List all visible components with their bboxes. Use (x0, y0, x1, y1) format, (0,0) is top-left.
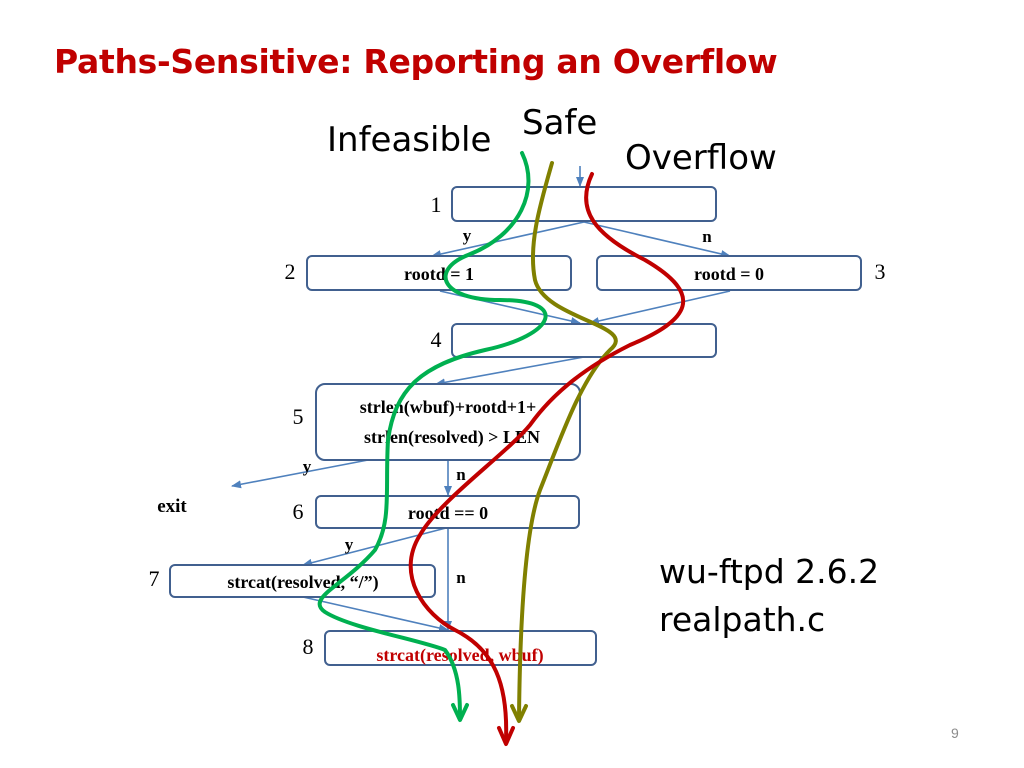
node-6-label: rootd == 0 (408, 503, 488, 523)
node-6 (315, 495, 580, 529)
overflow-path (408, 172, 686, 742)
infeasible-label: Infeasible (327, 120, 492, 160)
exit-label: exit (157, 496, 187, 517)
node-2-id: 2 (285, 259, 296, 284)
node-5-line2: strlen(resolved) > LEN (364, 427, 540, 448)
node-5 (315, 383, 581, 461)
edge-label-1-yes: y (463, 226, 472, 245)
node-8-label: strcat(resolved, wbuf) (376, 645, 543, 666)
node-4-id: 4 (431, 327, 442, 352)
node-5-line1: strlen(wbuf)+rootd+1+ (360, 397, 536, 418)
infeasible-path (317, 151, 548, 720)
node-1 (451, 186, 717, 222)
edge-label-6-yes: y (345, 535, 354, 554)
node-2-label: rootd = 1 (404, 264, 474, 284)
edge-4-5 (435, 356, 585, 387)
safe-path (517, 161, 618, 720)
node-1-id: 1 (431, 192, 442, 217)
edge-label-5-no: n (456, 465, 466, 484)
source-info: wu-ftpd 2.6.2 realpath.c (659, 548, 879, 644)
node-6-id: 6 (293, 499, 304, 524)
edge-label-6-no: n (456, 568, 466, 587)
edge-7-8 (302, 596, 449, 632)
node-8-id: 8 (303, 634, 314, 659)
node-3-id: 3 (875, 259, 886, 284)
node-3 (596, 255, 862, 291)
node-2 (306, 255, 572, 291)
edge-1-3 (583, 221, 731, 258)
node-7-id: 7 (149, 566, 160, 591)
page-number: 9 (951, 725, 959, 741)
edge-3-4 (589, 290, 731, 325)
slide-title: Paths-Sensitive: Reporting an Overflow (54, 42, 778, 81)
edge-label-5-yes: y (303, 457, 312, 476)
edge-5-exit (231, 459, 369, 489)
node-3-label: rootd = 0 (694, 264, 764, 284)
source-file: realpath.c (659, 600, 826, 639)
safe-path-arrowhead (510, 704, 528, 723)
program-version: wu-ftpd 2.6.2 (659, 552, 880, 591)
edge-6-7 (302, 527, 447, 567)
infeasible-path-arrowhead (451, 703, 469, 722)
edge-1-2 (431, 221, 585, 258)
node-7-label: strcat(resolved, “/”) (227, 572, 378, 593)
node-7 (169, 564, 436, 598)
overflow-label: Overflow (625, 138, 777, 178)
node-5-id: 5 (293, 404, 304, 429)
edge-label-1-no: n (702, 227, 712, 246)
safe-label: Safe (522, 103, 598, 143)
overflow-path-arrowhead (497, 726, 515, 746)
node-4 (451, 323, 717, 358)
